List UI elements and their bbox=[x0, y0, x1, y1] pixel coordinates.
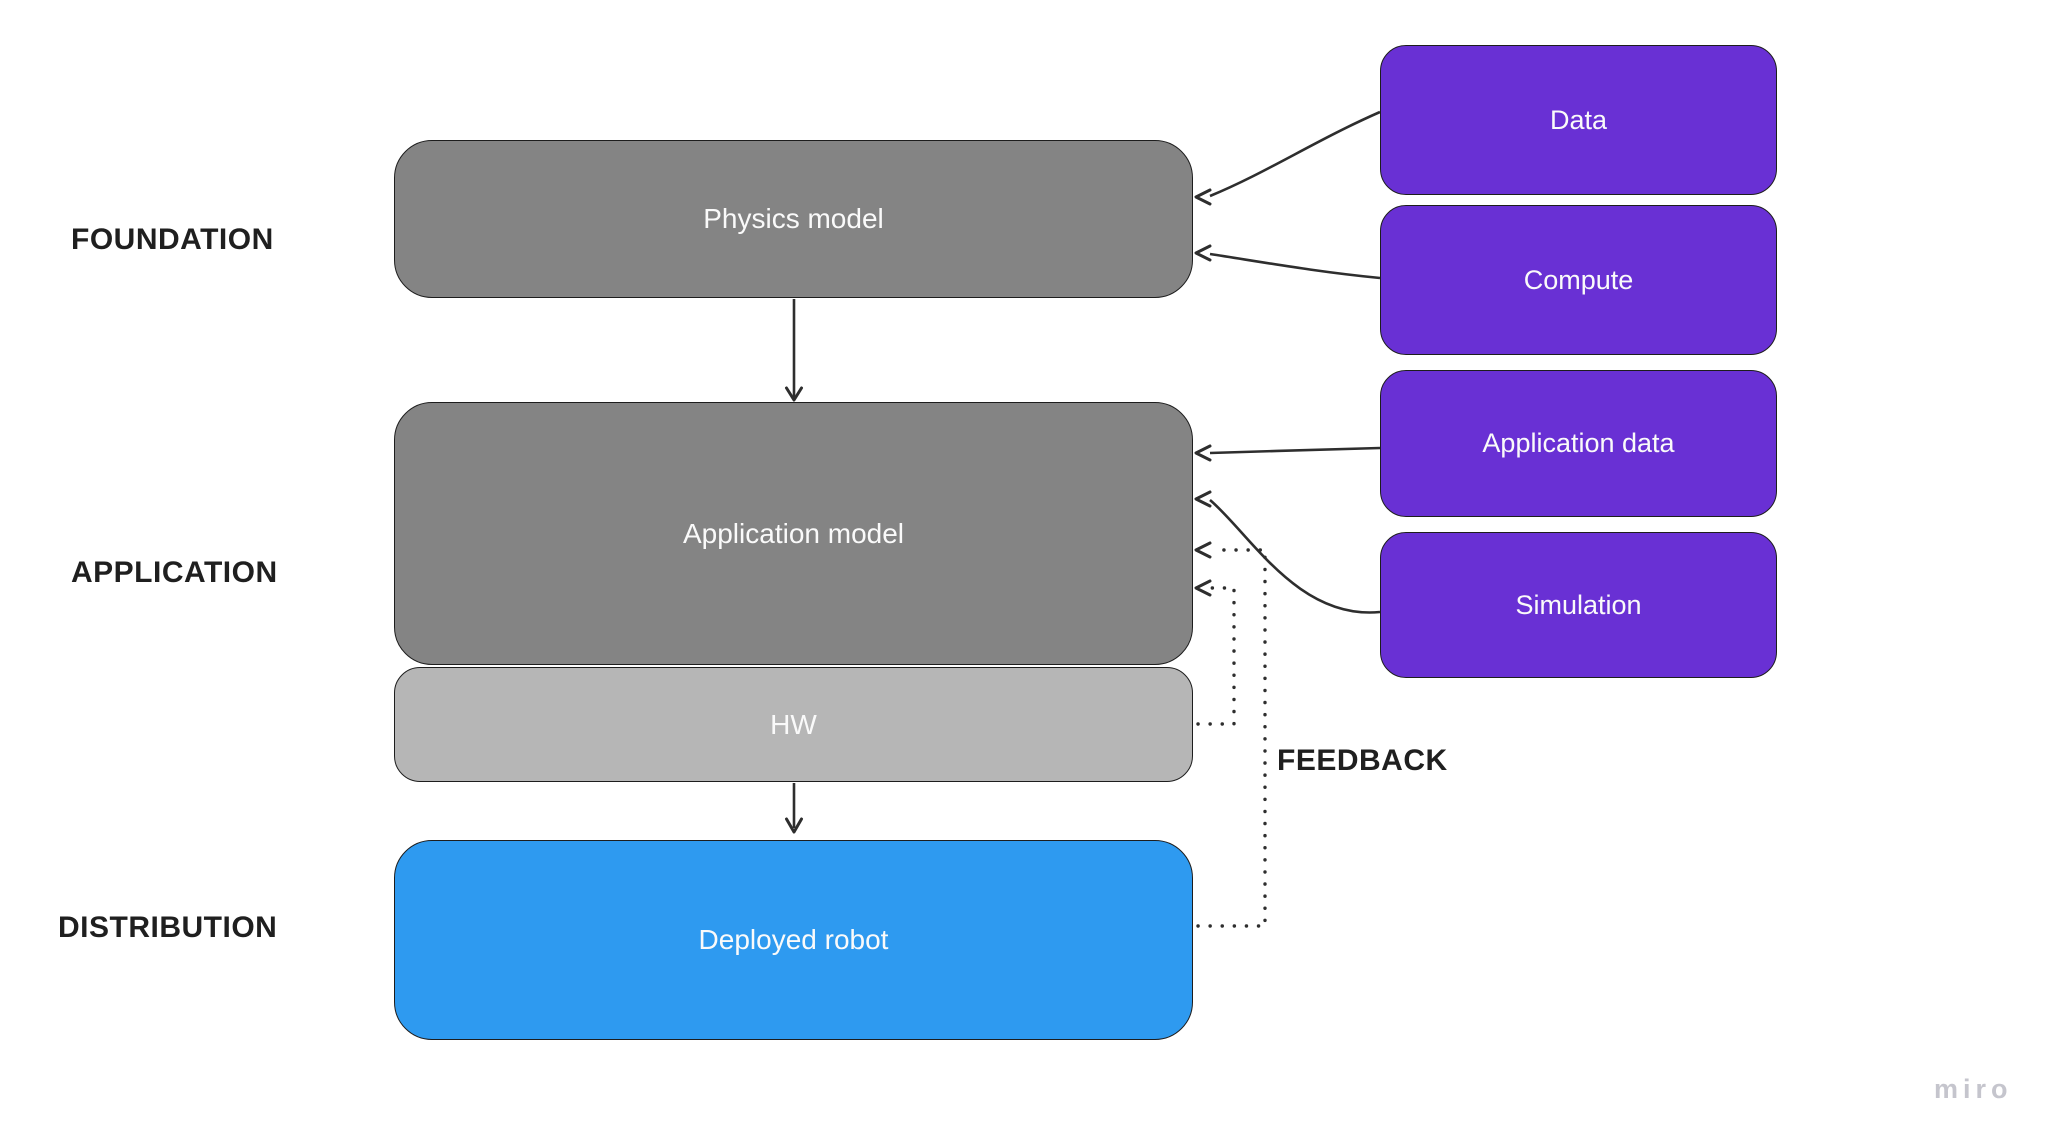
deployed-robot-box[interactable]: Deployed robot bbox=[394, 840, 1193, 1040]
application-model-label: Application model bbox=[682, 517, 905, 549]
application-data-label: Application data bbox=[1482, 428, 1675, 458]
row-label-distribution[interactable]: DISTRIBUTION bbox=[58, 911, 278, 944]
arrow-hw-to-deployed-robot bbox=[785, 783, 803, 834]
feedback-arrow-hw-to-application-model bbox=[1194, 579, 1236, 726]
application-data-box[interactable]: Application data bbox=[1380, 370, 1777, 517]
feedback-arrow-deployed-robot-to-application-model bbox=[1194, 541, 1267, 928]
application-model-box[interactable]: Application model bbox=[394, 402, 1193, 665]
physics-model-box[interactable]: Physics model bbox=[394, 140, 1193, 298]
arrow-application-data-to-application-model bbox=[1194, 444, 1381, 462]
physics-model-label: Physics model bbox=[703, 203, 884, 234]
arrow-physics-to-application-model bbox=[785, 299, 803, 402]
hw-box[interactable]: HW bbox=[394, 667, 1193, 782]
deployed-robot-label: Deployed robot bbox=[698, 924, 889, 955]
arrow-simulation-to-application-model bbox=[1194, 490, 1381, 614]
miro-watermark[interactable]: miro bbox=[1934, 1074, 2013, 1104]
hw-label: HW bbox=[770, 708, 817, 740]
arrow-data-to-physics-model bbox=[1194, 110, 1381, 206]
simulation-label: Simulation bbox=[1515, 589, 1642, 620]
data-label: Data bbox=[1549, 104, 1608, 135]
data-box[interactable]: Data bbox=[1380, 45, 1777, 195]
row-label-application[interactable]: APPLICATION bbox=[71, 556, 278, 589]
row-label-foundation[interactable]: FOUNDATION bbox=[71, 223, 274, 256]
feedback-label[interactable]: FEEDBACK bbox=[1277, 744, 1448, 777]
simulation-box[interactable]: Simulation bbox=[1380, 532, 1777, 678]
compute-label: Compute bbox=[1523, 264, 1634, 295]
arrow-compute-to-physics-model bbox=[1194, 244, 1381, 280]
compute-box[interactable]: Compute bbox=[1380, 205, 1777, 355]
